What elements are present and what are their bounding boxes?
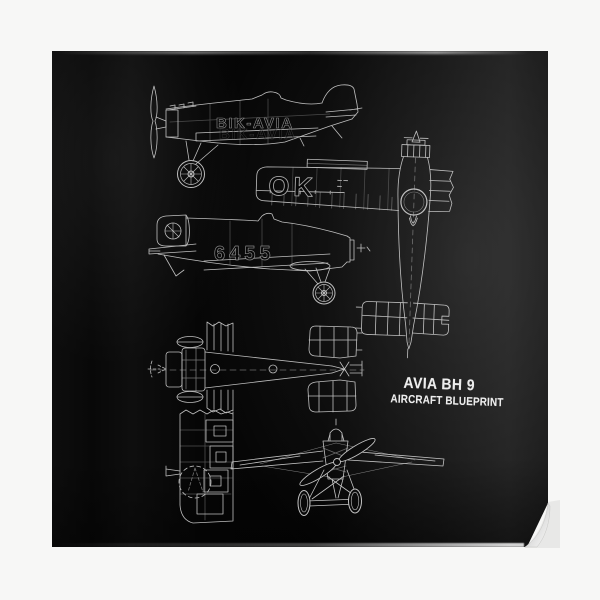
tailplane: [148, 243, 197, 255]
nose-spinner: [403, 130, 429, 143]
left-wing-outline: [255, 166, 401, 211]
curl-shadow: [524, 500, 560, 548]
left-wing: [230, 450, 324, 470]
fuselage-bottom-line: [165, 118, 353, 145]
tailplane-left-panel: [355, 301, 408, 337]
fuselage-top-line: [165, 91, 323, 110]
tail-skid: [163, 254, 185, 277]
tailplane-bottom-panel: [307, 379, 357, 413]
wing-root-cut-lower: [206, 389, 234, 414]
right-wing-stub: [428, 169, 454, 212]
side-view-nose-right: 6455: [148, 212, 371, 305]
fuselage-bottom-line: [157, 253, 348, 272]
bracing-wires: [259, 442, 416, 478]
fuselage-front: [322, 440, 349, 480]
main-wheel: [312, 281, 336, 305]
fuselage-registration: 6455: [214, 243, 275, 265]
aileron-line: [255, 189, 345, 195]
propeller-hub-dashed: [147, 360, 167, 378]
fuel-tank-dashed-circle: [178, 465, 212, 499]
headrest-fairing: [408, 215, 418, 226]
side-view-nose-left: BIK-AVIA BIK-AVIA: [150, 84, 363, 188]
poster-top-light-reflection: [56, 51, 544, 54]
wing-root-cut-upper: [206, 321, 234, 353]
tail-fin: [321, 84, 359, 120]
landing-gear-struts: [304, 267, 331, 285]
tail-skid: [331, 125, 343, 139]
wheels: [297, 488, 362, 516]
fuselage-top-line: [185, 212, 348, 237]
windshield: [327, 433, 345, 442]
right-wing: [347, 450, 445, 467]
wing-plan-down-outline: [179, 409, 234, 524]
landing-gear-struts: [185, 140, 219, 165]
tailplane: [325, 107, 363, 118]
nose-and-prop-hub: [346, 235, 371, 263]
aileron-structure-boxes: [196, 419, 234, 515]
wing-root-fairing: [289, 261, 331, 271]
top-view: OK: [255, 130, 454, 359]
wing-registration: OK: [268, 171, 318, 203]
wing-edge-on: [195, 127, 319, 147]
poster-bottom-edge-highlight: [52, 543, 524, 547]
landing-gear: [305, 469, 361, 507]
fuselage-taper: [204, 351, 333, 389]
fuselage-registration: BIK-AVIA: [216, 115, 294, 132]
fuselage-registration-ghost: BIK-AVIA: [219, 126, 297, 143]
tail-tip: [331, 360, 363, 377]
tailplane-top-panel: [308, 325, 363, 359]
bottom-view-with-wing: [147, 321, 365, 524]
main-wheel: [177, 160, 205, 188]
propeller-blade: [150, 85, 158, 159]
wing-edge-on: [203, 253, 331, 271]
front-view: [230, 418, 445, 516]
propeller: [299, 438, 376, 486]
fuselage-outline: [397, 156, 432, 359]
pitot-stub: [165, 465, 181, 477]
tail-fin: [156, 214, 190, 247]
blueprint-poster-paper: [52, 51, 548, 547]
cockpit-opening: [400, 188, 428, 216]
curl-flap: [524, 502, 551, 548]
headrest: [329, 418, 343, 442]
